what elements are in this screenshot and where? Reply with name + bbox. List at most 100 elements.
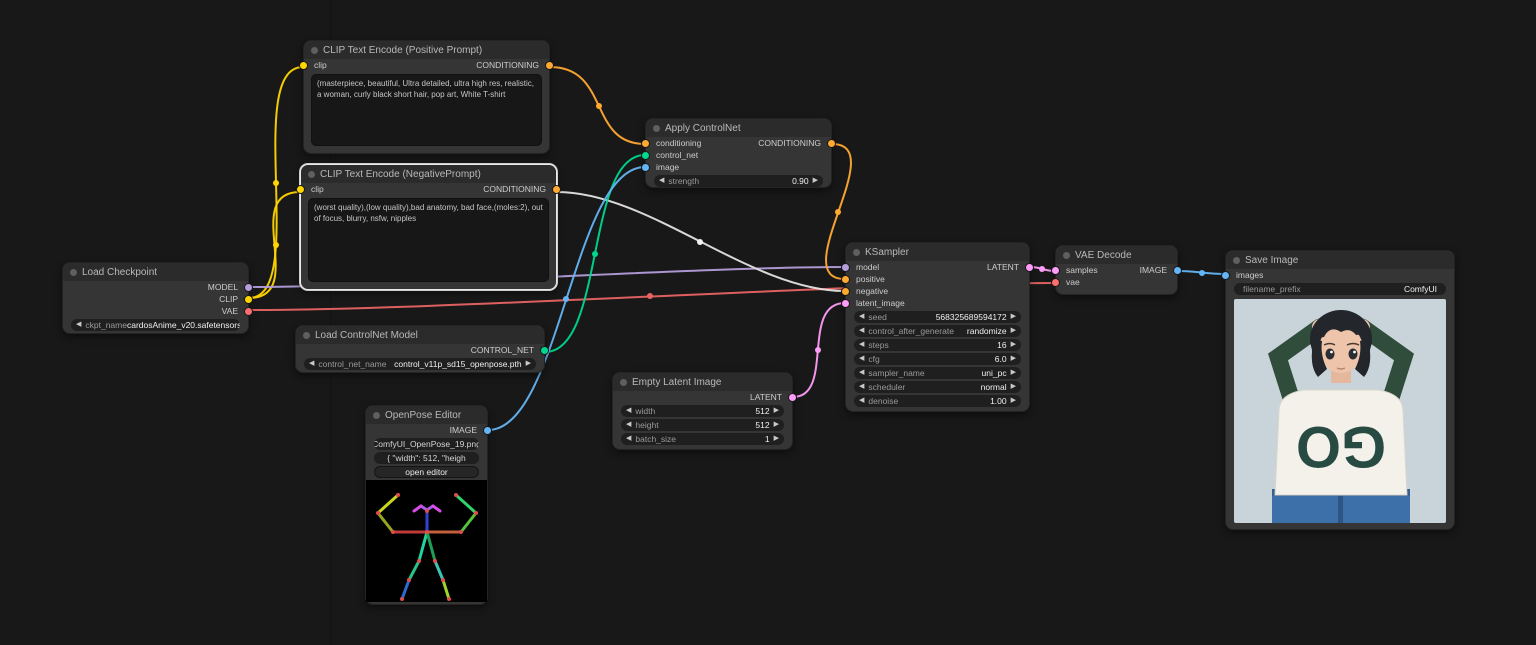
clip-slot-icon[interactable]: [299, 60, 308, 70]
clip-slot-icon[interactable]: [244, 294, 253, 304]
widget-width[interactable]: ◀ width 512 ▶: [621, 405, 784, 417]
widget-ckpt-name[interactable]: ◀ ckpt_name cardosAnime_v20.safetensors …: [71, 319, 240, 331]
increment-icon[interactable]: ▶: [773, 407, 779, 414]
increment-icon[interactable]: ▶: [1010, 341, 1016, 348]
widget-pose-json[interactable]: { "width": 512, "heigh: [374, 452, 479, 464]
widget-denoise[interactable]: ◀ denoise 1.00 ▶: [854, 395, 1021, 407]
node-header[interactable]: Load ControlNet Model: [296, 326, 544, 344]
node-load-checkpoint[interactable]: Load Checkpoint MODEL CLIP VAE ◀ ckpt_na…: [62, 262, 253, 334]
control-net-slot-icon[interactable]: [641, 150, 650, 160]
input-slot-control-net[interactable]: control_net: [641, 149, 831, 161]
input-slot-latent-image[interactable]: latent_image: [841, 297, 1029, 309]
widget-control-net-name[interactable]: ◀ control_net_name control_v11p_sd15_ope…: [304, 358, 536, 370]
widget-height[interactable]: ◀ height 512 ▶: [621, 419, 784, 431]
collapse-dot-icon[interactable]: [373, 411, 380, 419]
node-header[interactable]: Apply ControlNet: [646, 119, 831, 137]
node-header[interactable]: Save Image: [1226, 251, 1454, 269]
node-header[interactable]: CLIP Text Encode (NegativePrompt): [301, 165, 556, 183]
latent-slot-icon[interactable]: [788, 392, 797, 402]
output-slot-latent[interactable]: LATENT: [613, 391, 797, 403]
widget-filename-prefix[interactable]: filename_prefix ComfyUI: [1234, 283, 1446, 295]
output-slot-control-net[interactable]: CONTROL_NET: [296, 344, 549, 356]
widget-batch-size[interactable]: ◀ batch_size 1 ▶: [621, 433, 784, 445]
latent-slot-icon[interactable]: [1025, 262, 1034, 272]
widget-scheduler[interactable]: ◀ scheduler normal ▶: [854, 381, 1021, 393]
node-save-image[interactable]: Save Image images filename_prefix ComfyU…: [1221, 250, 1455, 530]
decrement-icon[interactable]: ◀: [859, 383, 865, 390]
conditioning-slot-icon[interactable]: [827, 138, 836, 148]
collapse-dot-icon[interactable]: [311, 46, 318, 54]
widget-cfg[interactable]: ◀ cfg 6.0 ▶: [854, 353, 1021, 365]
input-slot-images[interactable]: images: [1221, 269, 1454, 281]
increment-icon[interactable]: ▶: [1010, 397, 1016, 404]
latent-slot-icon[interactable]: [841, 298, 850, 308]
decrement-icon[interactable]: ◀: [859, 397, 865, 404]
node-apply-controlnet[interactable]: Apply ControlNet conditioning CONDITIONI…: [641, 118, 836, 188]
collapse-dot-icon[interactable]: [853, 248, 860, 256]
decrement-icon[interactable]: ◀: [626, 421, 632, 428]
decrement-icon[interactable]: ◀: [859, 313, 865, 320]
node-clip-text-encode-negative[interactable]: CLIP Text Encode (NegativePrompt) clip C…: [296, 164, 561, 290]
conditioning-slot-icon[interactable]: [841, 286, 850, 296]
increment-icon[interactable]: ▶: [1010, 369, 1016, 376]
collapse-dot-icon[interactable]: [70, 268, 77, 276]
image-slot-icon[interactable]: [641, 162, 650, 172]
control-net-slot-icon[interactable]: [540, 345, 549, 355]
widget-seed[interactable]: ◀ seed 568325689594172 ▶: [854, 311, 1021, 323]
decrement-icon[interactable]: ◀: [626, 435, 632, 442]
model-slot-icon[interactable]: [244, 282, 253, 292]
node-vae-decode[interactable]: VAE Decode samples IMAGE vae: [1051, 245, 1182, 295]
node-header[interactable]: VAE Decode: [1056, 246, 1177, 264]
decrement-icon[interactable]: ◀: [626, 407, 632, 414]
increment-icon[interactable]: ▶: [1010, 313, 1016, 320]
increment-icon[interactable]: ▶: [525, 360, 531, 367]
node-header[interactable]: CLIP Text Encode (Positive Prompt): [304, 41, 549, 59]
collapse-dot-icon[interactable]: [303, 331, 310, 339]
node-ksampler[interactable]: KSampler model LATENT positive negative …: [841, 242, 1034, 412]
increment-icon[interactable]: ▶: [773, 421, 779, 428]
increment-icon[interactable]: ▶: [1010, 383, 1016, 390]
output-slot-vae[interactable]: VAE: [63, 305, 253, 317]
vae-slot-icon[interactable]: [1051, 277, 1060, 287]
model-slot-icon[interactable]: [841, 262, 850, 272]
collapse-dot-icon[interactable]: [308, 170, 315, 178]
node-load-controlnet-model[interactable]: Load ControlNet Model CONTROL_NET ◀ cont…: [295, 325, 549, 373]
input-slot-vae[interactable]: vae: [1051, 276, 1177, 288]
node-header[interactable]: OpenPose Editor: [366, 406, 487, 424]
decrement-icon[interactable]: ◀: [859, 327, 865, 334]
output-slot-clip[interactable]: CLIP: [63, 293, 253, 305]
widget-sampler-name[interactable]: ◀ sampler_name uni_pc ▶: [854, 367, 1021, 379]
node-header[interactable]: KSampler: [846, 243, 1029, 261]
decrement-icon[interactable]: ◀: [309, 360, 315, 367]
input-slot-image[interactable]: image: [641, 161, 831, 173]
node-openpose-editor[interactable]: OpenPose Editor IMAGE ComfyUI_OpenPose_1…: [365, 405, 492, 605]
increment-icon[interactable]: ▶: [1010, 355, 1016, 362]
latent-slot-icon[interactable]: [1051, 265, 1060, 275]
open-editor-button[interactable]: open editor: [374, 466, 479, 478]
collapse-dot-icon[interactable]: [1063, 251, 1070, 259]
image-slot-icon[interactable]: [1173, 265, 1182, 275]
output-slot-image[interactable]: IMAGE: [366, 424, 492, 436]
collapse-dot-icon[interactable]: [620, 378, 627, 386]
collapse-dot-icon[interactable]: [653, 124, 660, 132]
widget-steps[interactable]: ◀ steps 16 ▶: [854, 339, 1021, 351]
node-clip-text-encode-positive[interactable]: CLIP Text Encode (Positive Prompt) clip …: [299, 40, 554, 154]
conditioning-slot-icon[interactable]: [552, 184, 561, 194]
widget-strength[interactable]: ◀ strength 0.90 ▶: [654, 175, 823, 187]
clip-slot-icon[interactable]: [296, 184, 305, 194]
conditioning-slot-icon[interactable]: [641, 138, 650, 148]
negative-prompt-textarea[interactable]: (worst quality),(low quality),bad anatom…: [308, 198, 549, 282]
input-slot-positive[interactable]: positive: [841, 273, 1029, 285]
output-slot-model[interactable]: MODEL: [63, 281, 253, 293]
decrement-icon[interactable]: ◀: [859, 369, 865, 376]
increment-icon[interactable]: ▶: [773, 435, 779, 442]
decrement-icon[interactable]: ◀: [659, 177, 665, 184]
node-empty-latent-image[interactable]: Empty Latent Image LATENT ◀ width 512 ▶ …: [612, 372, 797, 450]
increment-icon[interactable]: ▶: [1010, 327, 1016, 334]
positive-prompt-textarea[interactable]: (masterpiece, beautiful, Ultra detailed,…: [311, 74, 542, 146]
conditioning-slot-icon[interactable]: [545, 60, 554, 70]
increment-icon[interactable]: ▶: [812, 177, 818, 184]
widget-pose-image-name[interactable]: ComfyUI_OpenPose_19.png: [374, 438, 479, 450]
decrement-icon[interactable]: ◀: [76, 321, 82, 328]
